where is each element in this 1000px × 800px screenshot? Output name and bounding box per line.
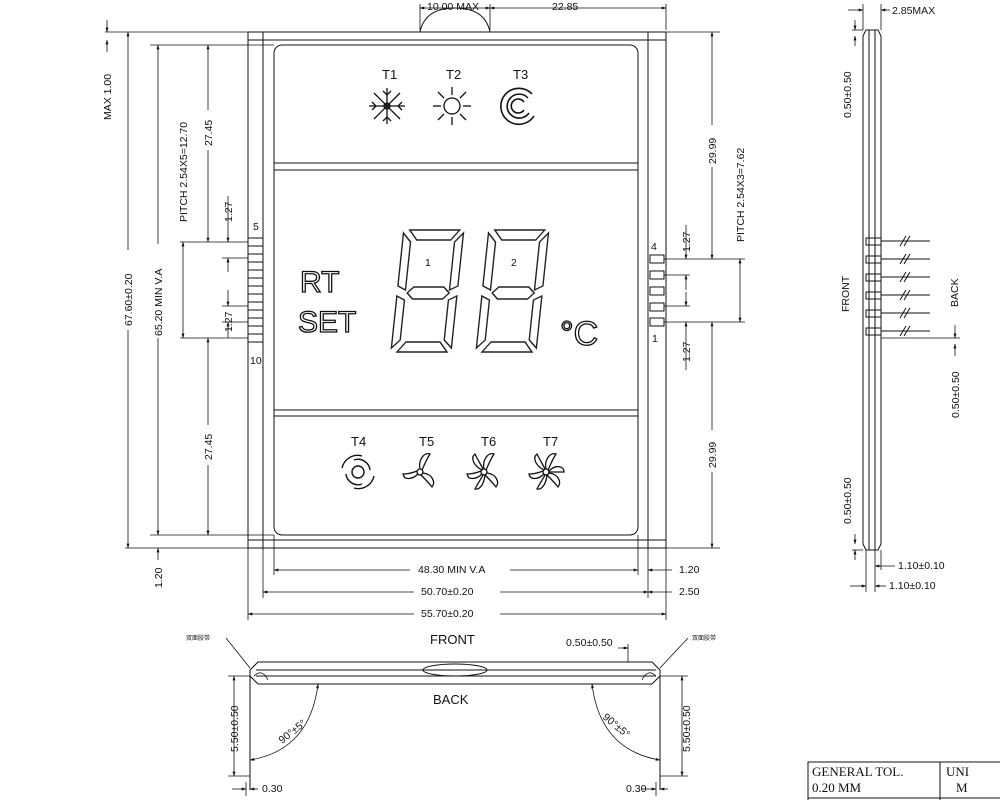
dim-angle-left: 90°±5°: [276, 717, 308, 746]
dim-va-height: 65.20 MIN V.A: [153, 269, 165, 336]
dim-pin-thk-left: 0.30: [262, 783, 283, 795]
digit-label-1: 1: [425, 257, 431, 269]
set-label: SET: [298, 306, 356, 339]
title-block: GENERAL TOL. 0.20 MM UNI M: [807, 761, 1000, 800]
bottom-view: FRONT BACK 双面胶带 双面胶带 0.50±0.50 5.50±0.50…: [186, 632, 716, 796]
dim-right-pin-height: 5.50±0.50: [681, 705, 693, 752]
icon-label-t3: T3: [513, 67, 528, 82]
top-dimensions: 10.00 MAX 22.85: [419, 1, 667, 30]
dim-max: MAX 1.00: [102, 74, 114, 120]
dim-side-top: 0.50±0.50: [842, 71, 854, 118]
viewing-area: [273, 44, 639, 536]
side-front-label: FRONT: [840, 275, 852, 312]
front-view: 5 10 4 1 T1 T2 T3: [247, 7, 667, 549]
dim-angle-right: 90°±5°: [600, 711, 632, 741]
dim-overall-width: 55.70±0.20: [421, 608, 474, 620]
fan-high-icon: [528, 452, 565, 490]
width-dimensions: 48.30 MIN V.A 1.20 50.70±0.20 2.50 55.70…: [247, 535, 700, 620]
icon-label-t5: T5: [419, 434, 434, 449]
dim-overall-height: 67.60±0.20: [123, 273, 135, 326]
dim-pin-thk-right: 0.30: [626, 783, 647, 795]
dim-glass-margin: 2.50: [679, 586, 700, 598]
icon-label-t2: T2: [446, 67, 461, 82]
bottom-note-right: 双面胶带: [692, 634, 716, 642]
unit-label: UNI: [946, 764, 969, 779]
dim-right-pin-bottom: 1.27: [681, 341, 693, 362]
dim-pin-spacing-bottom: 1.27: [223, 311, 235, 332]
icon-label-t7: T7: [543, 434, 558, 449]
dim-va-margin: 1.20: [679, 564, 700, 576]
pin-label-5: 5: [253, 221, 259, 233]
dim-side-bottom: 0.50±0.50: [842, 477, 854, 524]
dim-side-2: 1.10±0.10: [889, 580, 936, 592]
bottom-front-label: FRONT: [430, 632, 475, 647]
dim-va-width: 48.30 MIN V.A: [418, 564, 485, 576]
left-dimensions: MAX 1.00 67.60±0.20 65.20 MIN V.A PITCH …: [102, 20, 274, 588]
bottom-note-left: 双面胶带: [186, 634, 210, 642]
dim-tab-width: 10.00 MAX: [427, 1, 479, 13]
rt-label: RT: [300, 266, 339, 299]
dim-bottom-thk: 0.50±0.50: [566, 637, 613, 649]
dim-right-bottom-gap: 29.99: [707, 442, 719, 468]
dim-top-gap: 27.45: [203, 120, 215, 146]
auto-mode-icon: [341, 454, 375, 490]
pin-label-1: 1: [652, 333, 658, 345]
dim-glass-width: 50.70±0.20: [421, 586, 474, 598]
fan-medium-icon: [466, 452, 499, 490]
side-view: 2.85MAX 0.50±0.50 FRONT BACK 0.50±0.50 0…: [840, 4, 962, 592]
dim-pitch-left: PITCH 2.54X5=12.70: [178, 122, 190, 222]
bottom-back-label: BACK: [433, 692, 469, 707]
dim-right-pin-top: 1.27: [681, 231, 693, 252]
dry-mode-icon: [500, 87, 535, 126]
pin-label-10: 10: [250, 355, 262, 367]
dim-right-top-gap: 29.99: [707, 138, 719, 164]
icon-label-t6: T6: [481, 434, 496, 449]
general-tol-value: 0.20 MM: [812, 780, 862, 795]
seven-segment-digit-2: [475, 229, 550, 353]
dim-pin-spacing-top: 1.27: [223, 201, 235, 222]
sun-icon: [433, 87, 471, 125]
dim-bottom-margin: 1.20: [153, 567, 165, 588]
dim-left-pin-height: 5.50±0.50: [229, 705, 241, 752]
dim-side-mid: 0.50±0.50: [950, 371, 962, 418]
dim-side-max: 2.85MAX: [892, 5, 935, 17]
icon-label-t1: T1: [382, 67, 397, 82]
side-back-label: BACK: [949, 278, 961, 307]
celsius-label: °C: [560, 315, 598, 353]
left-pins: [247, 237, 264, 343]
snowflake-icon: [369, 88, 405, 124]
icon-label-t4: T4: [351, 434, 366, 449]
dim-side-1: 1.10±0.10: [898, 560, 945, 572]
right-pins: [649, 254, 665, 327]
unit-value: M: [956, 780, 968, 795]
right-dimensions: 29.99 PITCH 2.54X3=7.62 1.27 1.27 29.99: [664, 31, 747, 549]
seven-segment-digit-1: [390, 229, 465, 353]
dim-bottom-gap: 27.45: [203, 434, 215, 460]
general-tol-label: GENERAL TOL.: [812, 764, 903, 779]
fan-low-icon: [402, 453, 435, 489]
side-pins: [865, 235, 930, 337]
pin-label-4: 4: [651, 241, 657, 253]
digit-label-2: 2: [511, 257, 517, 269]
dim-pitch-right: PITCH 2.54X3=7.62: [735, 148, 747, 242]
dim-tab-offset: 22.85: [552, 1, 578, 13]
